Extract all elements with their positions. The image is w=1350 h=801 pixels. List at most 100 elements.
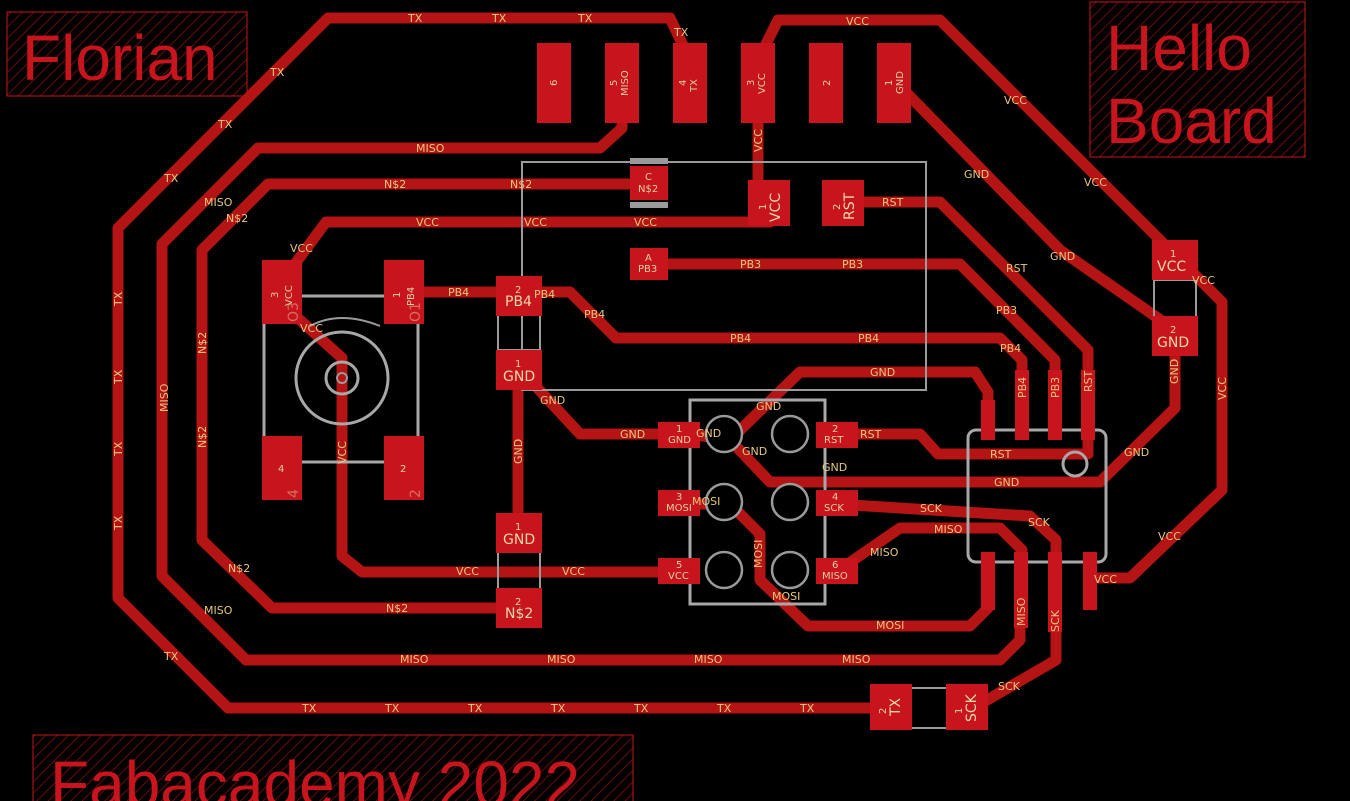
led-silk — [497, 313, 541, 351]
net-label-miso: MISO — [158, 383, 171, 412]
net-label-mosi: MOSI — [772, 590, 800, 603]
net-label-vcc: VCC — [634, 216, 657, 229]
cap-pad-2[interactable] — [822, 180, 864, 226]
net-label-tx: TX — [491, 12, 507, 25]
button-pads: O3 3 VCC O1 1 PB4 4 4 2 2 — [262, 260, 424, 500]
res-pad-1[interactable] — [496, 513, 542, 553]
pad-c-num: C — [645, 172, 652, 183]
cap2-pad-2-num: 2 — [1170, 325, 1176, 336]
isp-pad-3[interactable] — [658, 490, 700, 516]
button-pad-4[interactable] — [262, 436, 302, 500]
cap2-silk — [1153, 279, 1197, 319]
header-pin-5[interactable] — [605, 43, 639, 123]
trace-gnd-header — [888, 74, 1181, 336]
res-pad-2[interactable] — [496, 588, 542, 628]
net-label-tx: TX — [112, 369, 125, 385]
header-pin-3[interactable] — [741, 43, 775, 123]
net-label-gnd: GND — [742, 445, 767, 458]
resistor-r1: 1 GND 2 N$2 — [496, 513, 542, 628]
cap-pad-1[interactable] — [748, 180, 790, 226]
ic-pin-pb4[interactable] — [1015, 370, 1029, 440]
net-label-pb3: PB3 — [740, 258, 761, 271]
isp-pad-1[interactable] — [658, 422, 700, 448]
ic-pin-gnd-top[interactable] — [981, 400, 995, 440]
header-pin-1[interactable] — [877, 43, 911, 123]
cap2-pad-2-name: GND — [1157, 335, 1189, 351]
net-label-miso: MISO — [842, 653, 871, 666]
button-pad-2-glyph: 2 — [408, 489, 424, 498]
capacitor-c1: 1 VCC 2 RST — [748, 180, 864, 226]
net-label-tx: TX — [163, 650, 179, 663]
led-pad-2-num: 2 — [515, 285, 521, 296]
pad-a[interactable] — [630, 248, 668, 280]
header-pin-4[interactable] — [673, 43, 707, 123]
net-label-gnd: GND — [994, 476, 1019, 489]
net-label-mosi: MOSI — [692, 495, 720, 508]
net-label-sck: SCK — [920, 502, 943, 515]
led-pad-1-name: GND — [503, 369, 535, 385]
button-pad-2[interactable] — [384, 436, 424, 500]
res2-pad-2-name: TX — [888, 697, 904, 717]
cap-pad-2-name: RST — [842, 192, 858, 220]
net-label-pb4: PB4 — [534, 288, 555, 301]
net-label-n2: N$2 — [384, 178, 406, 191]
button-pad-1-glyph: O1 — [408, 302, 424, 322]
isp-pad-5[interactable] — [658, 558, 700, 584]
net-label-tx: TX — [716, 702, 732, 715]
net-label-rst: RST — [1006, 262, 1028, 275]
pad-c[interactable] — [630, 166, 668, 200]
res2-pad-1[interactable] — [946, 684, 988, 730]
net-label-rst: RST — [860, 428, 882, 441]
net-label-vcc: VCC — [562, 565, 585, 578]
net-label-tx: TX — [550, 702, 566, 715]
net-label-gnd: GND — [512, 439, 525, 464]
isp-hole-3 — [704, 482, 744, 522]
pin1-marker — [1061, 450, 1089, 478]
led-pad-2[interactable] — [496, 276, 542, 316]
button-pad-3-name: VCC — [284, 285, 295, 306]
net-label-vcc: VCC — [1004, 94, 1027, 107]
net-label-n2: N$2 — [226, 212, 248, 225]
led-pad-1[interactable] — [496, 350, 542, 390]
res-pad-2-name: N$2 — [505, 606, 533, 622]
net-label-tx: TX — [112, 515, 125, 531]
ic-pin-miso[interactable] — [1014, 552, 1028, 628]
led-indicator-pads: C N$2 A PB3 — [630, 158, 668, 280]
ic-pin-rst[interactable] — [1081, 370, 1095, 440]
isp-hole-4 — [770, 482, 810, 522]
ic-pin-pb3[interactable] — [1048, 370, 1062, 440]
isp-pad-6[interactable] — [816, 558, 858, 584]
isp-pad-5-name: VCC — [668, 571, 689, 582]
led-pad-2-name: PB4 — [505, 294, 532, 310]
ic-pin-rst-label: RST — [1082, 370, 1095, 392]
cap2-pad-1[interactable] — [1152, 240, 1198, 280]
header-pin-2-num: 2 — [822, 80, 833, 86]
net-label-vcc: VCC — [290, 242, 313, 255]
isp-pad-3-name: MOSI — [666, 503, 692, 514]
isp-pad-4-name: SCK — [824, 503, 844, 514]
res2-pad-2[interactable] — [870, 684, 912, 730]
header-pads: 6 5 MISO 4 TX 3 VCC 2 1 GND — [537, 43, 911, 123]
net-label-pb3: PB3 — [842, 258, 863, 271]
isp-pad-4[interactable] — [816, 490, 858, 516]
header-pin-2[interactable] — [809, 43, 843, 123]
ic-pin-sck[interactable] — [1048, 552, 1062, 632]
ic-pin-vcc[interactable] — [1083, 552, 1097, 610]
isp-pad-2[interactable] — [816, 422, 858, 448]
button-body — [262, 294, 420, 464]
net-label-n2: N$2 — [196, 426, 209, 448]
net-label-pb4: PB4 — [730, 332, 751, 345]
ic-pin-miso-label: MISO — [1015, 597, 1028, 626]
ic-pin-mosi[interactable] — [981, 552, 995, 610]
net-label-miso: MISO — [870, 546, 899, 559]
net-label-n2: N$2 — [386, 602, 408, 615]
button-pad-3[interactable] — [262, 260, 302, 324]
button-pad-1[interactable] — [384, 260, 424, 324]
res2-silk — [909, 687, 949, 729]
button[interactable] — [262, 294, 420, 464]
cap2-pad-2[interactable] — [1152, 316, 1198, 356]
net-label-vcc: VCC — [300, 322, 323, 335]
net-label-tx: TX — [799, 702, 815, 715]
header-pin-6-num: 6 — [549, 80, 560, 86]
header-pin-6[interactable] — [537, 43, 571, 123]
